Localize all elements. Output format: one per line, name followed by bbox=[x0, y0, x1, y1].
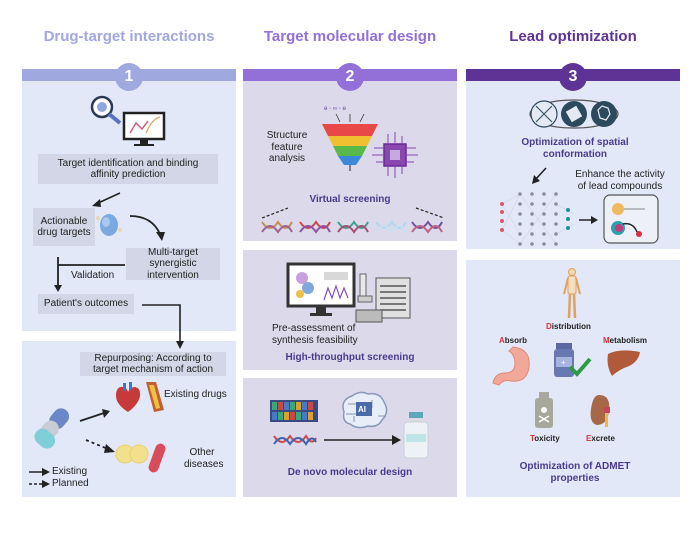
label-excrete: Excrete bbox=[586, 434, 615, 443]
step-badge-1: 1 bbox=[115, 63, 143, 91]
label-distribution: Distribution bbox=[546, 322, 591, 331]
svg-text:ɵ ◦ ∞ ◦ ɵ: ɵ ◦ ∞ ◦ ɵ bbox=[324, 106, 347, 112]
box-patient-outcomes: Patient's outcomes bbox=[38, 294, 134, 314]
magnifier-monitor-icon bbox=[90, 95, 166, 146]
box-multi-target: Multi-target synergistic intervention bbox=[126, 247, 220, 281]
funnel-icon: ɵ ◦ ∞ ◦ ɵ bbox=[322, 106, 378, 171]
ai-chip-label: AI bbox=[358, 405, 366, 414]
generation-arrow bbox=[324, 435, 401, 445]
molecular-icons-group bbox=[529, 99, 619, 129]
lead-compound-binding-icon bbox=[603, 194, 659, 244]
column-title-drug-target: Drug-target interactions bbox=[43, 28, 215, 45]
human-skeleton-icon bbox=[563, 268, 581, 319]
initial-t: T bbox=[530, 434, 535, 443]
step-badge-2: 2 bbox=[336, 63, 364, 91]
caption-admet: Optimization of ADMET properties bbox=[519, 461, 631, 484]
initial-e: E bbox=[586, 434, 592, 443]
dna-icon bbox=[273, 434, 317, 446]
stomach-icon bbox=[492, 346, 530, 386]
svg-text:+: + bbox=[561, 358, 566, 367]
legend-existing: Existing bbox=[52, 466, 88, 477]
legend-solid-arrow bbox=[29, 468, 50, 476]
chip-circuit-icon bbox=[372, 132, 418, 178]
label-absorb: Absorb bbox=[499, 336, 527, 345]
liver-icon bbox=[607, 350, 640, 376]
neural-network-icon bbox=[500, 192, 575, 246]
arrow-to-network bbox=[532, 167, 547, 184]
medicine-bottle-check-icon: + bbox=[554, 343, 592, 377]
column-title-lead-optimization: Lead optimization bbox=[509, 28, 637, 45]
arrow-to-repurposing bbox=[142, 304, 184, 349]
kidney-icon bbox=[590, 395, 610, 427]
heart-icon bbox=[115, 382, 141, 412]
label-validation: Validation bbox=[71, 270, 115, 281]
network-output-arrow bbox=[579, 216, 598, 224]
label-other-diseases: Other diseases bbox=[184, 447, 224, 470]
initial-m: M bbox=[603, 336, 610, 345]
label-structure-feature: Structure feature analysis bbox=[266, 130, 308, 164]
rest-absorb: bsorb bbox=[504, 336, 528, 345]
monitor-analysis-icon bbox=[286, 262, 356, 316]
caption-high-throughput: High-throughput screening bbox=[285, 352, 415, 363]
rest-toxicity: oxicity bbox=[534, 434, 560, 443]
rest-metabolism: etabolism bbox=[609, 336, 648, 345]
protein-icon bbox=[96, 214, 122, 236]
box-repurposing: Repurposing: According to target mechani… bbox=[80, 352, 226, 376]
initial-d: D bbox=[546, 322, 552, 331]
caption-virtual-screening: Virtual screening bbox=[309, 194, 391, 205]
initial-a: A bbox=[499, 336, 505, 345]
legend-dashed-arrow bbox=[29, 480, 50, 488]
caption-de-novo: De novo molecular design bbox=[287, 467, 413, 478]
arrow-to-actionable bbox=[92, 192, 121, 207]
planned-arrow bbox=[85, 439, 115, 453]
label-metabolism: Metabolism bbox=[603, 336, 647, 345]
validation-arrow bbox=[54, 257, 125, 292]
legend-planned: Planned bbox=[52, 478, 89, 489]
ai-brain-icon bbox=[342, 391, 388, 429]
label-toxicity: Toxicity bbox=[530, 434, 560, 443]
dna-strands-row bbox=[261, 207, 445, 234]
rest-distribution: istribution bbox=[551, 322, 591, 331]
sequence-grid-icon bbox=[270, 400, 318, 422]
label-enhance-activity: Enhance the activity of lead compounds bbox=[575, 169, 665, 192]
step-badge-3: 3 bbox=[559, 63, 587, 91]
capsule-icon bbox=[34, 408, 70, 449]
blood-vessel-icon bbox=[146, 382, 164, 412]
caption-spatial-conformation: Optimization of spatial conformation bbox=[521, 137, 629, 160]
label-pre-assessment: Pre-assessment of synthesis feasibility bbox=[272, 323, 358, 346]
bacteria-icon bbox=[115, 443, 166, 473]
poison-bottle-icon bbox=[535, 392, 553, 428]
drug-vial-icon bbox=[403, 412, 429, 459]
box-actionable-targets: Actionable drug targets bbox=[33, 208, 95, 246]
lab-robot-icon bbox=[355, 273, 411, 323]
curved-arrow-to-multitarget bbox=[129, 215, 165, 241]
rest-excrete: xcrete bbox=[591, 434, 615, 443]
column-title-molecular-design: Target molecular design bbox=[263, 28, 437, 45]
label-existing-drugs: Existing drugs bbox=[164, 389, 227, 400]
existing-arrow bbox=[79, 409, 110, 422]
box-target-identification: Target identification and binding affini… bbox=[38, 154, 218, 184]
